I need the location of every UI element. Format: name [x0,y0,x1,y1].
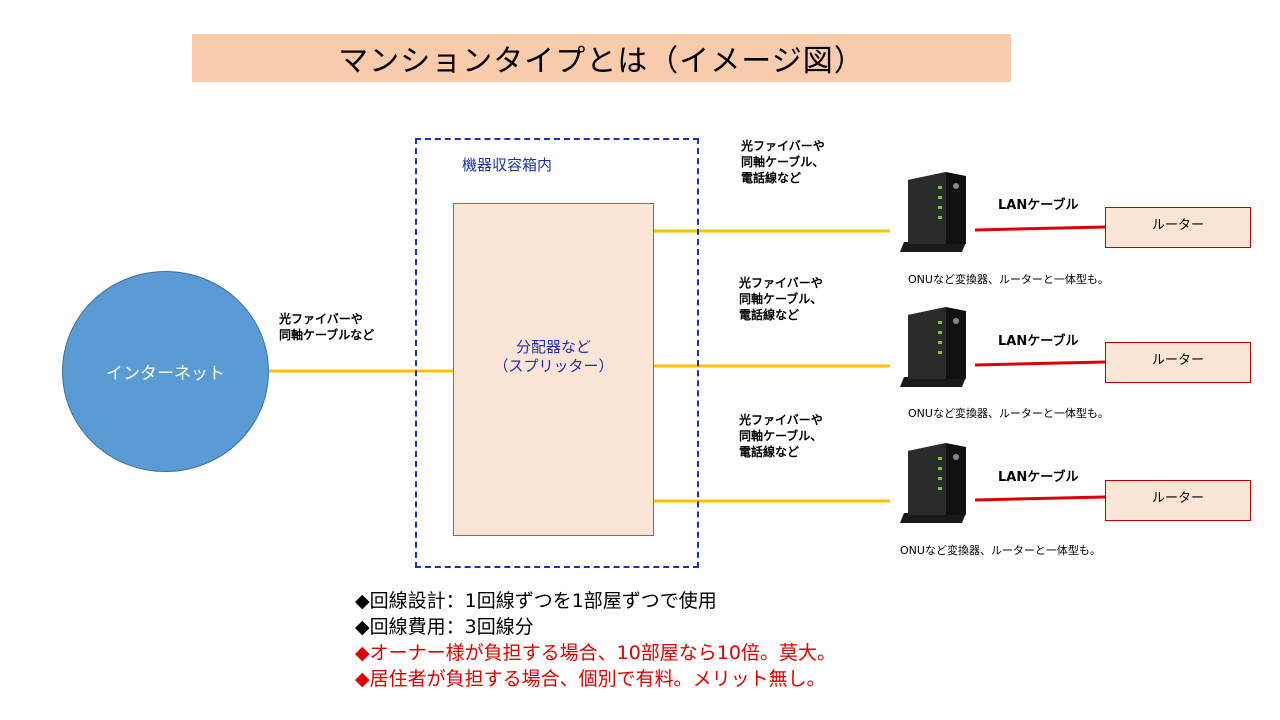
lan-line-2 [974,360,1106,367]
lan-line-3 [974,495,1106,502]
cabinet-label: 機器収容箱内 [462,156,553,174]
router-box: ルーター [1105,207,1251,248]
bullet-item: ◆回線費用：3回線分 [355,616,534,638]
bullet-item: ◆オーナー様が負担する場合、10部屋なら10倍。莫大。 [355,642,836,664]
onu-caption: ONUなど変換器、ルーターと一体型も。 [908,407,1109,420]
lan-label: LANケーブル [998,334,1079,349]
cable-note-branch: 光ファイバーや 同軸ケーブル、 電話線など [739,413,823,459]
lan-line-1 [974,225,1106,232]
lan-label: LANケーブル [998,470,1079,485]
splitter-label-line2: （スプリッター） [493,357,614,375]
splitter-label-line1: 分配器など [515,338,591,356]
internet-node: インターネット [62,271,269,472]
bullet-list: ◆回線設計：1回線ずつを1部屋ずつで使用 ◆回線費用：3回線分 ◆オーナー様が負… [355,588,836,692]
lan-label: LANケーブル [998,198,1079,213]
bullet-item: ◆居住者が負担する場合、個別で有料。メリット無し。 [355,668,826,690]
cable-note-branch: 光ファイバーや 同軸ケーブル、 電話線など [739,276,823,322]
splitter-box [453,203,654,536]
splitter-label: 分配器など （スプリッター） [453,338,654,376]
onu-caption: ONUなど変換器、ルーターと一体型も。 [900,544,1101,557]
page-title: マンションタイプとは（イメージ図） [192,34,1011,82]
onu-caption: ONUなど変換器、ルーターと一体型も。 [908,273,1109,286]
internet-label: インターネット [106,364,225,384]
onu-device-icon [900,443,966,523]
onu-device-icon [900,172,966,252]
router-box: ルーター [1105,480,1251,521]
cable-note-branch: 光ファイバーや 同軸ケーブル、 電話線など [741,139,825,185]
onu-device-icon [900,307,966,387]
bullet-item: ◆回線設計：1回線ずつを1部屋ずつで使用 [355,590,717,612]
router-box: ルーター [1105,342,1251,383]
cable-note-internet: 光ファイバーや 同軸ケーブルなど [279,312,375,342]
equipment-cabinet [415,138,699,568]
